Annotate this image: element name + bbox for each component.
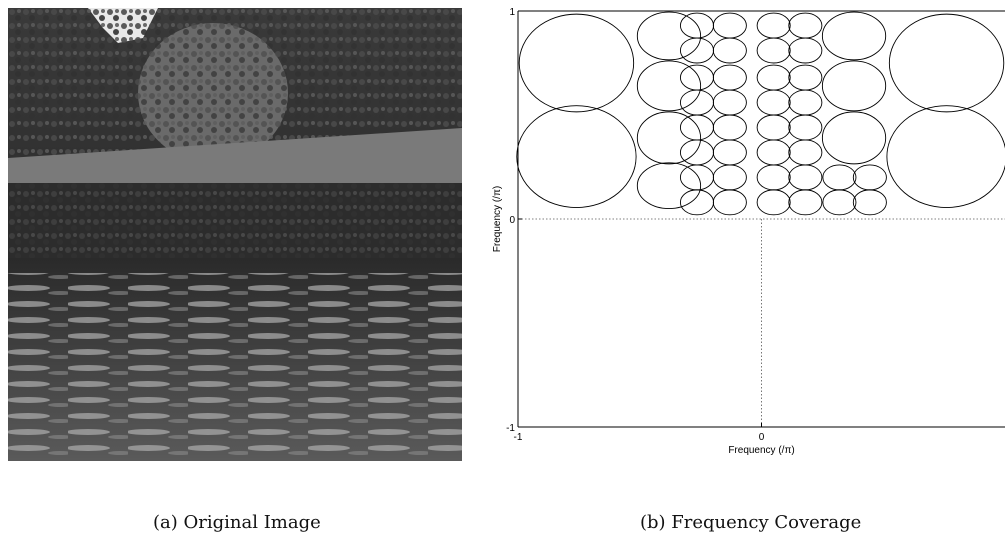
coverage-circle [679, 164, 714, 191]
coverage-circle [788, 64, 823, 91]
coverage-circle [756, 189, 791, 216]
coverage-circle [636, 60, 702, 112]
original-image [8, 8, 462, 461]
coverage-circle [712, 12, 747, 39]
coverage-circle [756, 164, 791, 191]
coverage-circle [636, 11, 702, 61]
coverage-circle [712, 189, 747, 216]
coverage-circle [821, 11, 887, 61]
coverage-circle [712, 64, 747, 91]
x-axis-label: Frequency (/π) [728, 445, 794, 456]
coverage-circle [886, 105, 1005, 208]
y-tick-label: 0 [509, 215, 515, 226]
coverage-circle [756, 37, 791, 64]
coverage-circle [756, 139, 791, 166]
x-tick-label: -1 [514, 432, 523, 443]
coverage-circle [712, 89, 747, 116]
coverage-circle [788, 89, 823, 116]
coverage-circle [852, 189, 887, 216]
coverage-circle [756, 114, 791, 141]
coverage-circle [756, 89, 791, 116]
coverage-circle [822, 164, 857, 191]
coverage-circle [679, 12, 714, 39]
coverage-circle [788, 12, 823, 39]
coverage-circle [636, 111, 702, 165]
coverage-circle [712, 37, 747, 64]
filter-circles [516, 11, 1005, 216]
coverage-circle [712, 164, 747, 191]
coverage-circle [788, 164, 823, 191]
coverage-circle [712, 114, 747, 141]
x-tick-label: 0 [759, 432, 765, 443]
coverage-circle [679, 64, 714, 91]
y-axis-label: Frequency (/π) [492, 186, 503, 252]
coverage-circle [518, 13, 635, 113]
coverage-circle [821, 111, 887, 165]
coverage-circle [756, 12, 791, 39]
plot-axes [517, 10, 1005, 428]
frequency-coverage-plot: -1 0 1 -1 0 Frequency (/π) Frequency (/π) [492, 7, 1005, 456]
tick-labels: -1 0 1 -1 0 [506, 7, 765, 443]
coverage-circle [636, 162, 702, 210]
coverage-circle [679, 189, 714, 216]
coverage-circle [756, 64, 791, 91]
y-tick-label: -1 [506, 423, 515, 434]
coverage-circle [679, 89, 714, 116]
coverage-circle [679, 139, 714, 166]
coverage-circle [822, 189, 857, 216]
coverage-circle [516, 105, 637, 209]
coverage-circle [788, 189, 823, 216]
y-tick-label: 1 [509, 7, 515, 18]
coverage-circle [821, 60, 887, 112]
caption-frequency-coverage: (b) Frequency Coverage [640, 512, 862, 533]
coverage-circle [788, 37, 823, 64]
coverage-circle [679, 37, 714, 64]
coverage-circle [888, 13, 1005, 113]
coverage-circle [788, 139, 823, 166]
caption-original-image: (a) Original Image [153, 512, 321, 533]
coverage-circle [788, 114, 823, 141]
coverage-circle [852, 164, 887, 191]
coverage-circle [712, 139, 747, 166]
coverage-circle [679, 114, 714, 141]
